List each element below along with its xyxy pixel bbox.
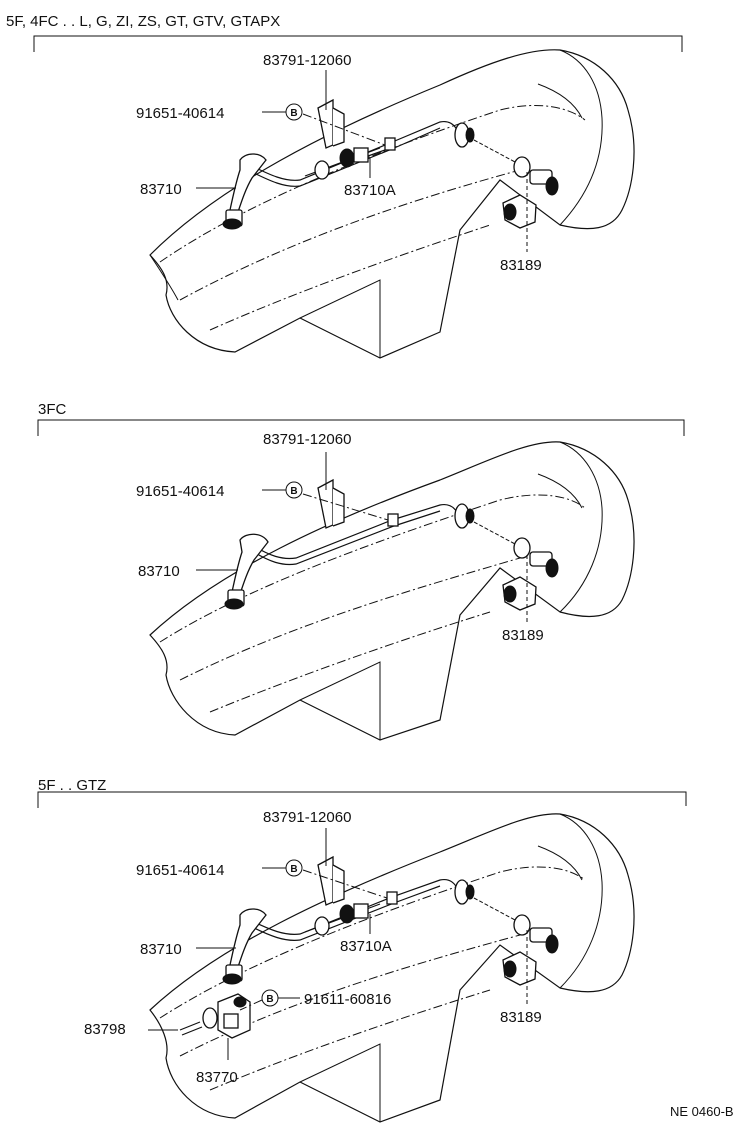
section-3-bracket-line bbox=[37, 791, 687, 808]
section-1-cable-a bbox=[304, 147, 386, 180]
section-3-bracket-label: 83791-12060 bbox=[263, 809, 351, 826]
section-2-circle-b-text: B bbox=[290, 486, 297, 497]
section-2-bracket-line bbox=[37, 419, 685, 436]
section-3-driven-gear-part bbox=[202, 993, 251, 1039]
section-2-sensor-label: 83189 bbox=[502, 627, 544, 644]
section-3-sensor-part bbox=[502, 951, 537, 986]
section-2-bracket-part bbox=[317, 478, 345, 529]
footer-code: NE 0460-B bbox=[670, 1104, 734, 1119]
section-1-bolt-label: 91651-40614 bbox=[136, 105, 224, 122]
section-3-gear-label: 83770 bbox=[196, 1069, 238, 1086]
section-3-bracket-part bbox=[317, 855, 345, 906]
section-3-header: 5F . . GTZ bbox=[38, 777, 106, 794]
section-2-header: 3FC bbox=[38, 401, 67, 418]
section-1-header: 5F, 4FC . . L, G, ZI, ZS, GT, GTV, GTAPX bbox=[6, 13, 280, 30]
section-3-bolt2-dash bbox=[239, 999, 263, 1011]
section-3-bolt2-label: 91611-60816 bbox=[304, 991, 391, 1008]
section-1-bolt-dash bbox=[302, 113, 386, 146]
section-2-bracket-label: 83791-12060 bbox=[263, 431, 351, 448]
section-3-cable-a-label: 83710A bbox=[340, 938, 392, 955]
section-3-sensor-label: 83189 bbox=[500, 1009, 542, 1026]
section-1-cable-a-label: 83710A bbox=[344, 182, 396, 199]
section-3-circle-b bbox=[285, 859, 303, 877]
section-1-speedometer-cable bbox=[222, 120, 559, 230]
section-1-sensor-part bbox=[502, 194, 537, 229]
section-2-sensor-part bbox=[502, 576, 537, 611]
section-3-circle-b-text: B bbox=[290, 864, 297, 875]
section-1-bracket-line bbox=[33, 35, 683, 52]
section-2-circle-b bbox=[285, 481, 303, 499]
section-3-bolt-label: 91651-40614 bbox=[136, 862, 224, 879]
section-3-pin-label: 83798 bbox=[84, 1021, 126, 1038]
section-2-bolt-label: 91651-40614 bbox=[136, 483, 224, 500]
section-3: 5F . . GTZ bbox=[37, 777, 687, 1123]
section-2-bolt-dash bbox=[302, 493, 389, 521]
section-1: 5F, 4FC . . L, G, ZI, ZS, GT, GTV, GTAPX bbox=[6, 13, 683, 359]
section-3-bolt-dash bbox=[302, 869, 388, 899]
section-1-circle-b-text: B bbox=[290, 108, 297, 119]
section-1-sensor-label: 83189 bbox=[500, 257, 542, 274]
section-1-circle-b bbox=[285, 103, 303, 121]
section-2: 3FC bbox=[37, 401, 685, 741]
section-2-speedometer-cable bbox=[224, 503, 559, 610]
section-1-dashboard bbox=[149, 49, 635, 359]
section-3-speedometer-cable bbox=[222, 878, 559, 985]
section-3-cable-a bbox=[304, 903, 381, 936]
section-1-cable-label: 83710 bbox=[140, 181, 182, 198]
section-1-bracket-label: 83791-12060 bbox=[263, 52, 351, 69]
section-2-cable-label: 83710 bbox=[138, 563, 180, 580]
section-3-dashboard bbox=[149, 813, 635, 1123]
section-3-cable-label: 83710 bbox=[140, 941, 182, 958]
section-3-circle-b-2 bbox=[261, 989, 279, 1007]
section-3-circle-b-2-text: B bbox=[266, 994, 273, 1005]
section-1-bracket-part bbox=[317, 98, 345, 149]
section-2-dashboard bbox=[149, 441, 635, 741]
section-3-pin-part bbox=[179, 1021, 203, 1036]
